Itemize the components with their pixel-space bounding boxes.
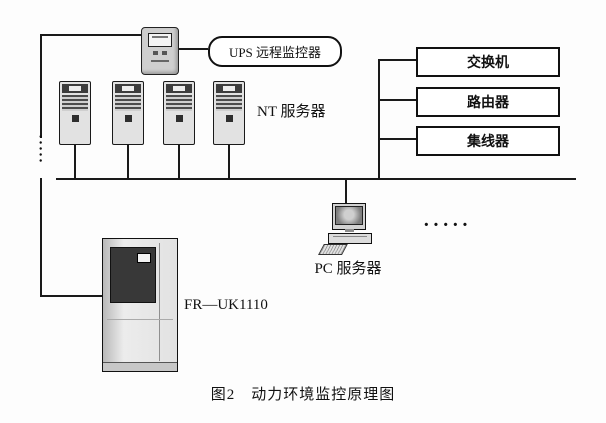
network-bus-line	[56, 178, 576, 180]
tower-screen	[69, 86, 81, 91]
nt-server-tower	[112, 81, 144, 145]
ups-monitor-callout: UPS 远程监控器	[208, 36, 342, 67]
right-riser-line	[378, 59, 380, 180]
ups-remote-monitor-device	[141, 27, 179, 75]
tower1-drop-line	[74, 143, 76, 178]
monitor-buttons	[142, 51, 178, 55]
figure-caption: 图2 动力环境监控原理图	[210, 387, 396, 403]
ups-base	[103, 362, 177, 371]
tower-badge	[225, 115, 233, 122]
tower-screen	[173, 86, 185, 91]
tower-cap	[216, 84, 242, 93]
tower-cap	[115, 84, 141, 93]
ups-display	[137, 253, 151, 263]
pc-monitor	[332, 203, 366, 230]
tower-vents	[115, 95, 141, 111]
pc-stand	[345, 229, 354, 232]
router-box: 路由器	[416, 87, 560, 117]
nt-server-label: NT 服务器	[257, 104, 326, 120]
tower-badge	[175, 115, 183, 122]
switch-link-line	[380, 59, 416, 61]
nt-server-tower	[213, 81, 245, 145]
hub-link-line	[380, 138, 416, 140]
pc-server-device	[318, 203, 374, 255]
tower-badge	[71, 115, 79, 122]
pc-system-unit	[328, 233, 372, 244]
tower-badge	[124, 115, 132, 122]
left-riser-lower-line	[40, 178, 42, 297]
pc-keyboard	[318, 244, 348, 255]
tower-cap	[62, 84, 88, 93]
ups-unit-device	[102, 238, 178, 372]
monitor-link-line	[40, 34, 144, 36]
ups-body-seam	[107, 319, 173, 320]
pc-drop-line	[345, 180, 347, 206]
pc-screen	[335, 206, 363, 225]
hub-box: 集线器	[416, 126, 560, 156]
tower-screen	[223, 86, 235, 91]
callout-tail-line	[177, 48, 208, 50]
tower-cap	[166, 84, 192, 93]
nt-server-tower	[163, 81, 195, 145]
monitor-slot	[151, 60, 169, 62]
monitor-button	[162, 51, 167, 55]
tower3-drop-line	[178, 143, 180, 178]
tower-vents	[216, 95, 242, 111]
pc-unit-slot	[333, 236, 367, 237]
monitor-screen	[148, 33, 172, 47]
tower-vents	[166, 95, 192, 111]
pc-server-label: PC 服务器	[314, 261, 382, 277]
tower-vents	[62, 95, 88, 111]
left-riser-ellipsis: ·····	[32, 134, 48, 165]
router-link-line	[380, 99, 416, 101]
more-devices-ellipsis: ·····	[423, 214, 472, 236]
tower2-drop-line	[127, 143, 129, 178]
ups-door-seam	[159, 243, 160, 361]
ups-link-line	[40, 295, 106, 297]
switch-box: 交换机	[416, 47, 560, 77]
tower-screen	[122, 86, 134, 91]
monitor-screen-line	[152, 36, 168, 38]
ups-model-label: FR—UK1110	[184, 297, 268, 313]
ups-front-panel	[110, 247, 156, 303]
nt-server-tower	[59, 81, 91, 145]
left-riser-upper-line	[40, 34, 42, 138]
tower4-drop-line	[228, 143, 230, 178]
monitor-button	[153, 51, 158, 55]
